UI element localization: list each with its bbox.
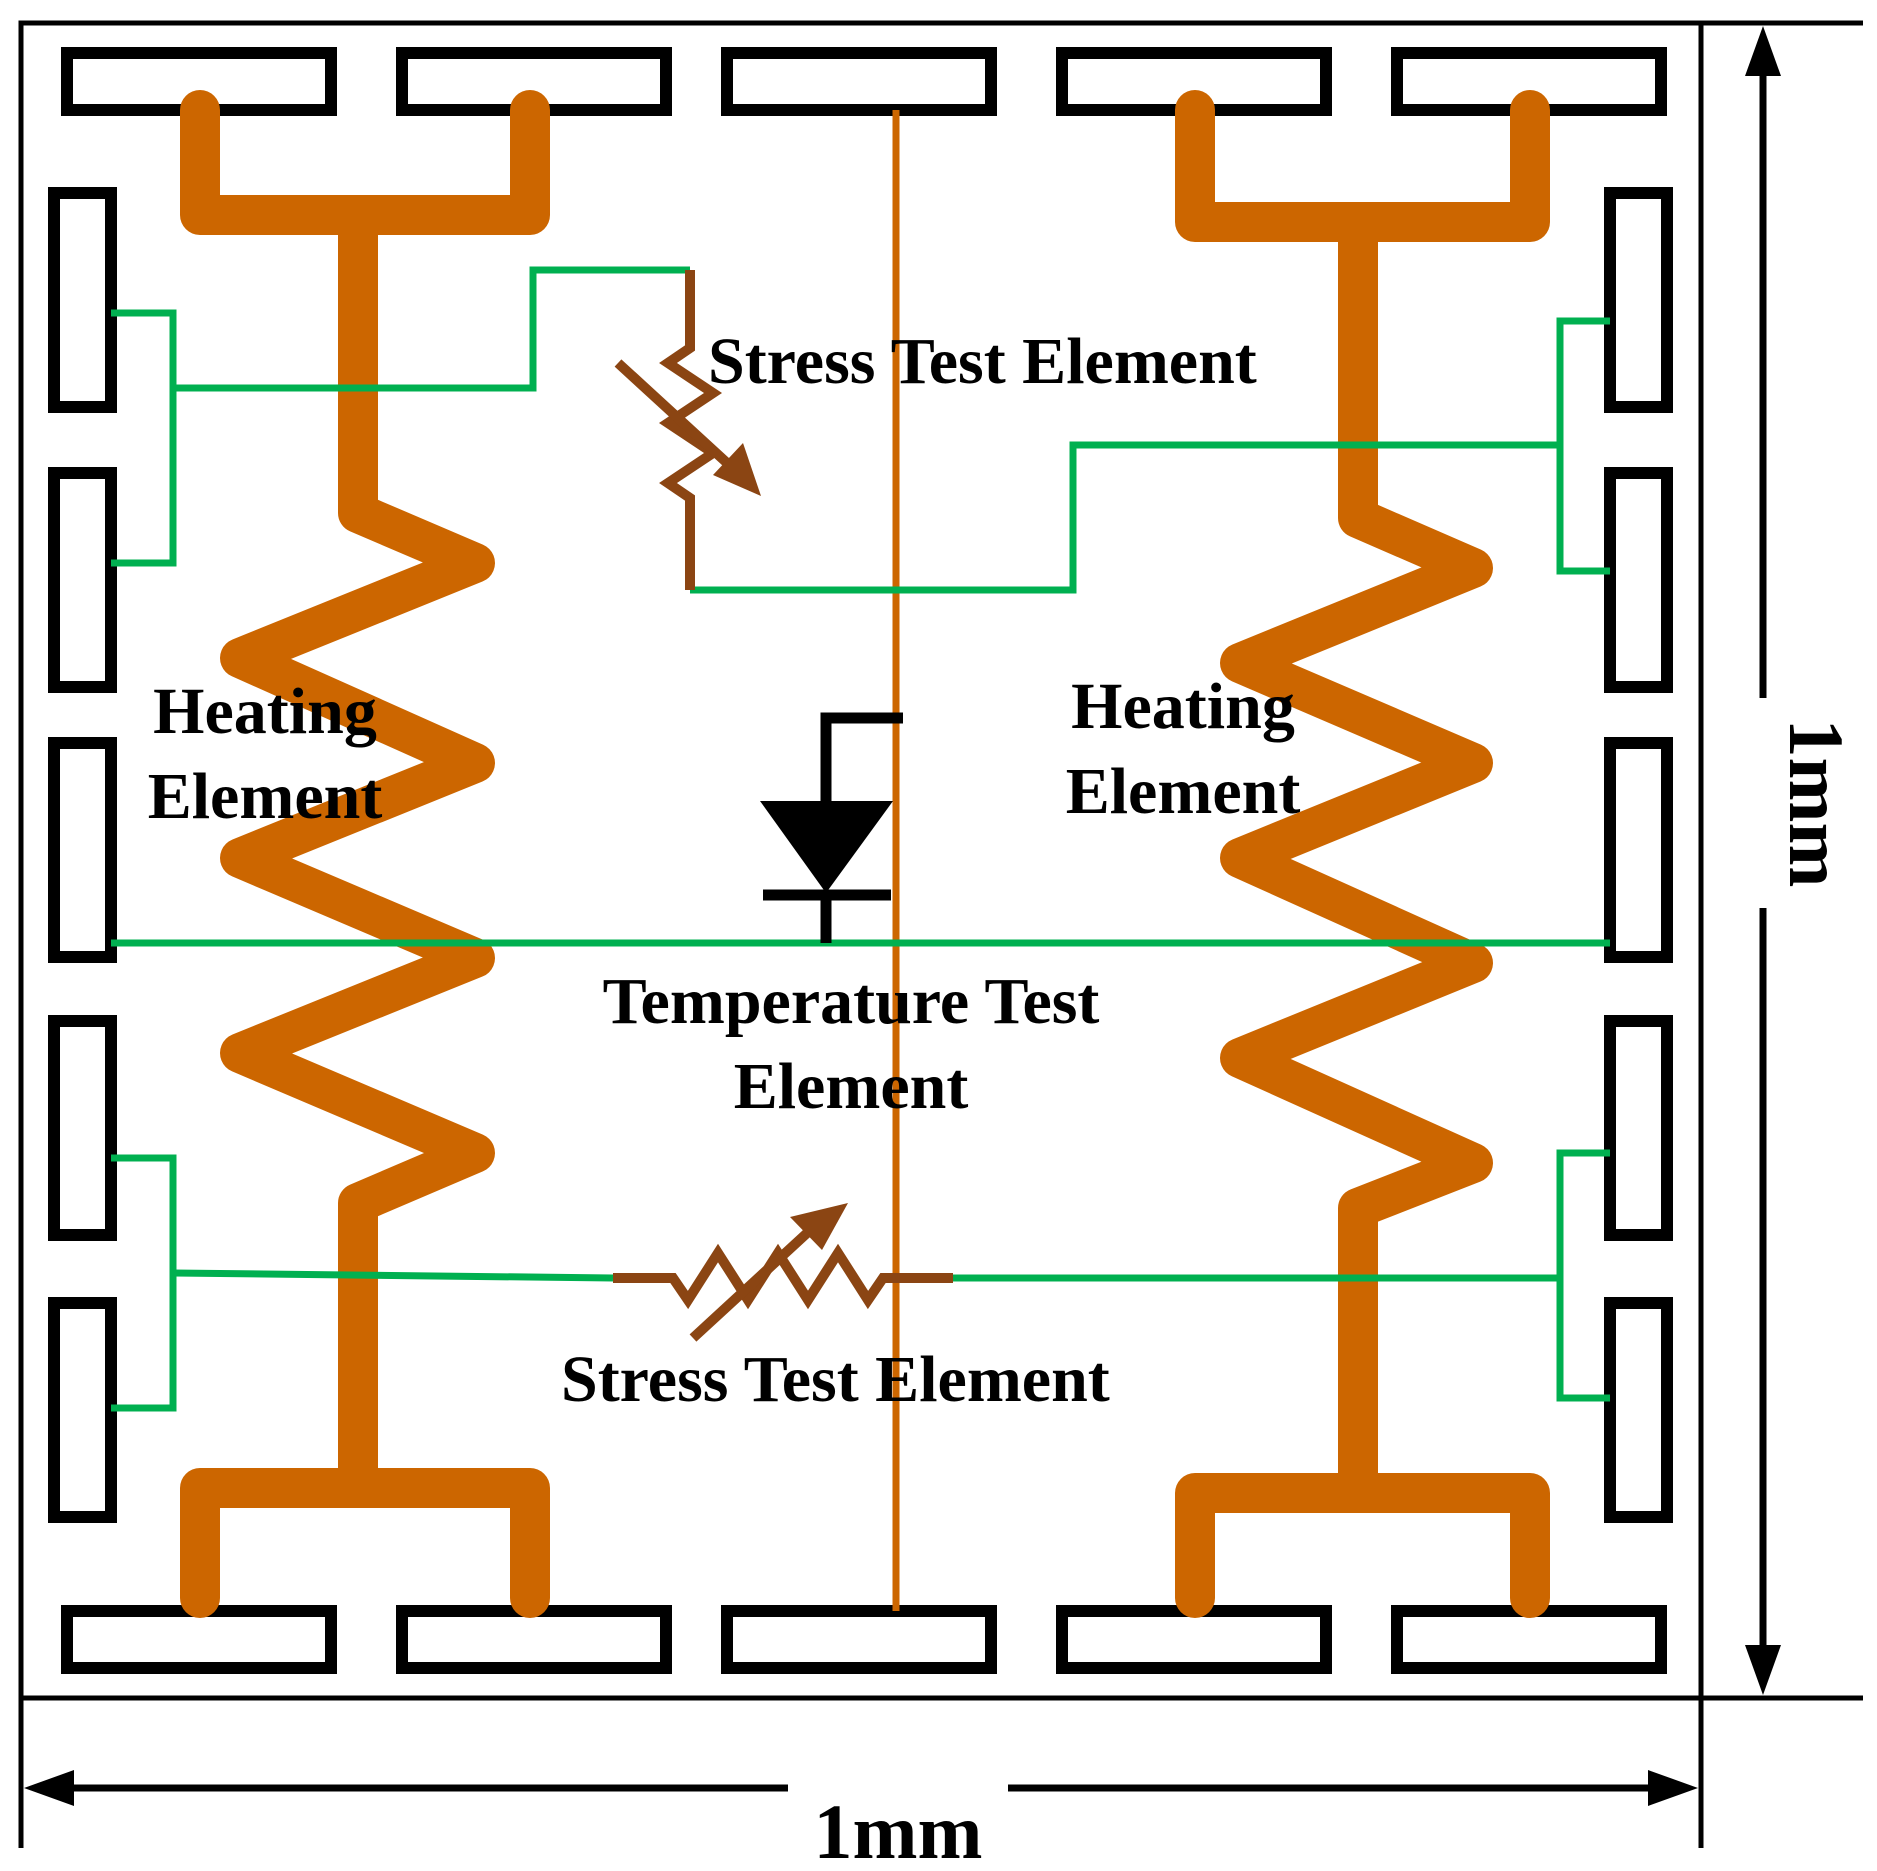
pad <box>721 47 997 116</box>
right-pads <box>1604 187 1673 1523</box>
bottom-pads <box>61 1605 1667 1674</box>
pad <box>1604 187 1673 413</box>
chip-outline <box>18 20 1704 1701</box>
stress-resistor-bottom <box>613 1219 953 1342</box>
diode-triangle-icon <box>760 801 893 893</box>
left-pads <box>48 187 117 1523</box>
right-heating-element <box>1175 90 1550 1618</box>
stress-label-bottom: Stress Test Element <box>561 1343 1110 1416</box>
height-dimension: 1mm <box>1701 20 1863 1701</box>
height-label: 1mm <box>1773 719 1860 888</box>
heating-label-right-1: Heating <box>1071 670 1295 743</box>
stress-arrow-top <box>713 443 761 496</box>
pad <box>48 737 117 963</box>
pad <box>48 1297 117 1523</box>
stress-resistor-top <box>614 270 742 590</box>
pad <box>1604 467 1673 693</box>
pad <box>396 1605 672 1674</box>
temperature-label-1: Temperature Test <box>603 965 1100 1038</box>
heating-label-left-1: Heating <box>153 675 377 748</box>
pad <box>48 1015 117 1241</box>
pad <box>48 187 117 413</box>
arrow-up-icon <box>1745 26 1781 76</box>
arrow-left-icon <box>24 1770 74 1806</box>
heating-label-left-2: Element <box>148 760 383 833</box>
pad <box>1056 1605 1332 1674</box>
left-heating-element <box>180 90 550 1618</box>
pad <box>1604 1297 1673 1523</box>
pad <box>48 467 117 693</box>
arrow-down-icon <box>1745 1645 1781 1695</box>
signal-wiring <box>111 266 1610 1412</box>
stress-label-top: Stress Test Element <box>708 325 1257 398</box>
top-pads <box>61 47 1667 116</box>
temperature-label-2: Element <box>734 1050 969 1123</box>
heating-label-right-2: Element <box>1066 755 1301 828</box>
pad <box>721 1605 997 1674</box>
temperature-diode <box>760 712 903 943</box>
width-label: 1mm <box>814 1788 983 1871</box>
pad <box>1391 1605 1667 1674</box>
pad <box>1604 1015 1673 1241</box>
arrow-right-icon <box>1648 1770 1698 1806</box>
stress-arrow-bottom <box>790 1203 848 1250</box>
pad <box>61 1605 337 1674</box>
width-dimension: 1mm <box>18 1698 1704 1871</box>
pad <box>1604 737 1673 963</box>
